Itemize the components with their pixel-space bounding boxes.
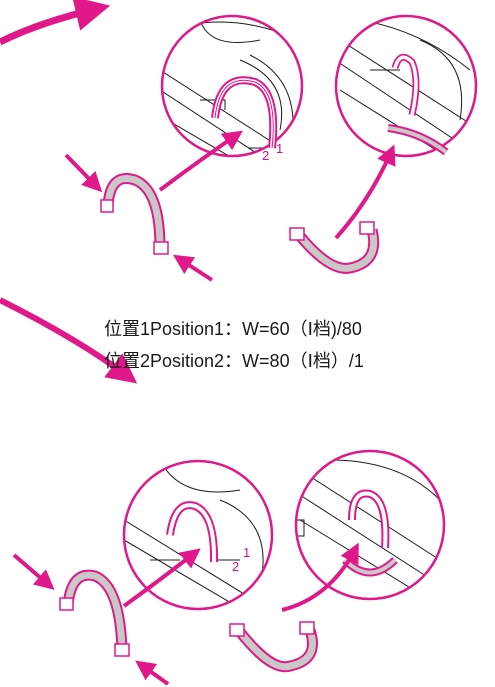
insert-arrow-top-2: [334, 144, 396, 240]
caption-position-1-prefix: 位置: [104, 319, 140, 340]
top-magnifier-circle-1: 2 1: [160, 14, 304, 163]
squeeze-arrow-top-right: [172, 254, 214, 282]
insert-arrow-bottom-1: [122, 548, 201, 608]
bottom-loose-clip-2: [229, 621, 318, 673]
caption-position-2-prefix: 位置: [104, 351, 140, 372]
caption-position-2: 位置2Position2：W=80（Ⅰ档）/1: [104, 347, 364, 373]
top-magnifier-circle-2: [334, 14, 478, 158]
insert-arrow-bottom-2: [281, 542, 359, 612]
top-position-label-1: 1: [276, 141, 283, 156]
top-position-label-2: 2: [262, 148, 269, 163]
top-clip-in-position-2: [387, 124, 449, 156]
middle-left-curved-arrow: [0, 297, 138, 384]
top-loose-clip-1: [100, 173, 169, 255]
squeeze-arrow-top-left: [64, 153, 103, 193]
squeeze-arrow-bottom-left: [12, 553, 55, 590]
insert-arrow-top-1: [158, 130, 243, 192]
squeeze-arrow-bottom-right: [135, 660, 170, 686]
bottom-magnifier-circle-1: 2 1: [122, 459, 274, 611]
top-left-curved-arrow: [0, 0, 111, 46]
caption-position-1: 位置1Position1：W=60（Ⅰ档)/80: [104, 315, 362, 341]
bottom-loose-clip-1: [59, 569, 130, 657]
bottom-magnifier-circle-2: [294, 449, 446, 601]
bottom-position-label-1: 1: [243, 545, 250, 560]
caption-position-2-text: 2Position2：W=80（Ⅰ档）/1: [140, 351, 364, 371]
caption-position-1-text: 1Position1：W=60（Ⅰ档)/80: [140, 319, 362, 339]
top-loose-clip-2: [289, 221, 380, 274]
bottom-position-label-2: 2: [232, 559, 239, 574]
